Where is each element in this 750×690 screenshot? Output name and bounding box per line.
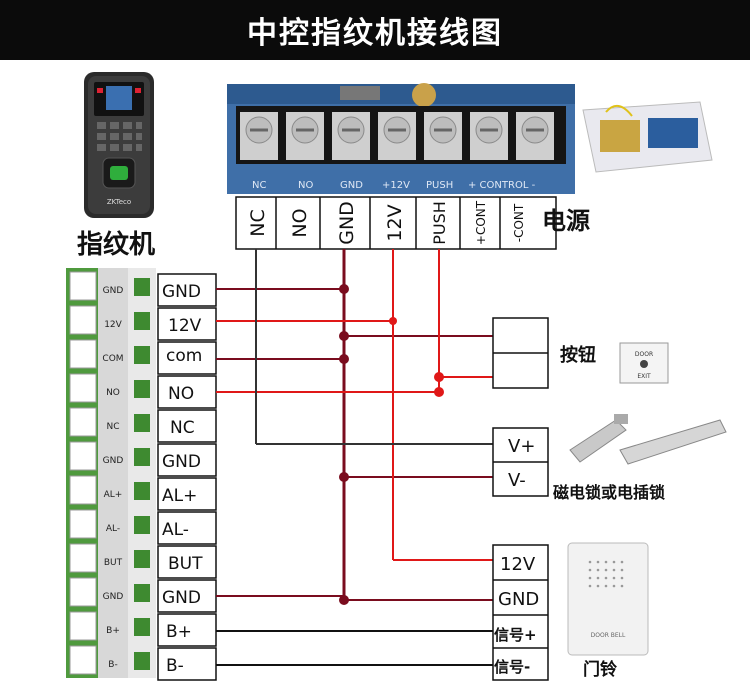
lock-label: 磁电锁或电插锁 [553,483,665,502]
strip-label-no: NO [106,388,120,398]
power-supply-board-image: NC NO GND +12V PUSH + CONTROL - [227,83,575,194]
exit-button-label: 按钮 [560,344,596,366]
pcb-label-12v: +12V [382,180,410,191]
strip-label-but: BUT [104,558,123,568]
power-terminal-nc: NC [247,209,269,236]
strip-label-al-plus: AL+ [104,490,123,500]
box-label-no: NO [168,384,194,404]
power-supply-label: 电源 [542,207,590,235]
strip-label-b-minus: B- [108,660,117,670]
box-label-12v: 12V [168,316,202,336]
box-label-com: com [166,346,202,366]
box-label-al-minus: AL- [162,520,189,540]
pcb-label-push: PUSH [426,180,453,191]
strip-label-gnd-2: GND [103,456,124,466]
strip-label-gnd-3: GND [103,592,124,602]
power-terminal-boxes: NC NO GND 12V PUSH +CONT -CONT 电源 [235,196,590,250]
reader-terminal-boxes: GND 12V com NO NC GND AL+ AL- BUT GND B+… [157,273,217,681]
box-label-b-plus: B+ [166,622,192,642]
door-bell-image: DOOR BELL [567,542,649,656]
door-bell-label: 门铃 [583,659,617,680]
pcb-label-no: NO [298,180,313,191]
bell-terminal-12v: 12V [500,554,536,575]
exit-button-terminals [492,317,549,389]
reader-terminal-strip: GND 12V COM NO NC GND AL+ AL- BUT GND B+… [66,268,156,678]
strip-label-nc: NC [106,422,119,432]
reader-label: 指纹机 [77,229,155,260]
strip-label-al-minus: AL- [106,524,120,534]
pcb-label-gnd: GND [340,180,363,191]
exit-button-image: DOOR EXIT [619,342,669,384]
pcb-screw-terminals [240,112,554,160]
power-terminal-gnd: GND [336,201,358,245]
pcb-label-control: + CONTROL - [468,180,536,191]
bell-terminal-signal-plus: 信号+ [494,626,537,644]
page-title: 中控指纹机接线图 [0,0,750,60]
bell-terminal-signal-minus: 信号- [494,658,530,676]
strip-label-com: COM [102,354,123,364]
strip-label-12v: 12V [104,320,122,330]
pcb-labels: NC NO GND +12V PUSH + CONTROL - [252,180,536,191]
power-terminal-no: NO [289,208,311,237]
lock-terminal-v-minus: V- [508,470,526,491]
box-label-al-plus: AL+ [162,486,197,506]
junction-dots [339,284,444,605]
lock-image [569,414,727,465]
box-label-but: BUT [168,554,203,574]
bell-terminal-gnd: GND [498,589,539,610]
strip-label-b-plus: B+ [106,626,120,636]
pcb-label-nc: NC [252,180,266,191]
power-terminal-plus-cont: +CONT [474,200,488,245]
box-label-gnd-3: GND [162,588,201,608]
box-label-nc: NC [170,418,195,438]
wiring-diagram: ZKTeco 指纹机 [66,72,727,681]
box-label-b-minus: B- [166,656,184,676]
exit-sign-top: DOOR [635,351,653,358]
fingerprint-reader-image: ZKTeco [84,72,154,218]
box-label-gnd-1: GND [162,282,201,302]
reader-brand: ZKTeco [107,198,131,206]
power-terminal-12v: 12V [384,204,406,241]
bell-terminals: 12V GND 信号+ 信号- [492,544,549,681]
lock-terminals: V+ V- [492,427,549,497]
exit-sign-bottom: EXIT [637,373,651,380]
power-supply-box-image [582,101,713,173]
strip-label-gnd-1: GND [103,286,124,296]
power-terminal-push: PUSH [430,201,449,245]
box-label-gnd-2: GND [162,452,201,472]
power-terminal-minus-cont: -CONT [512,203,526,242]
lock-terminal-v-plus: V+ [508,436,535,457]
wires [216,249,493,666]
door-bell-plate-text: DOOR BELL [591,632,626,639]
